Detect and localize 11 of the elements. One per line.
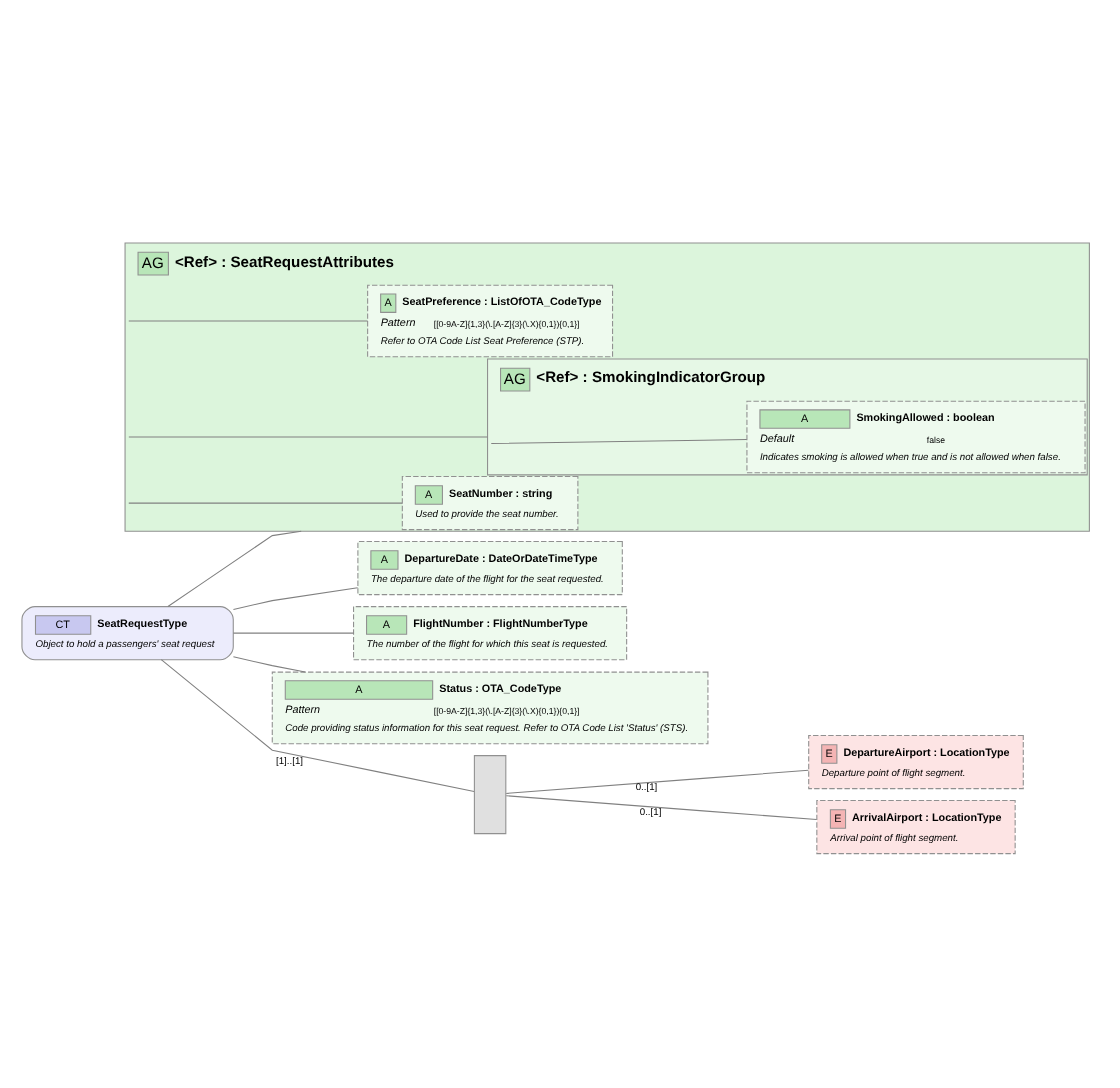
connector	[232, 632, 354, 634]
connector	[128, 436, 748, 445]
connector	[128, 502, 403, 504]
connector	[232, 656, 306, 673]
connector	[160, 659, 475, 793]
connector	[232, 587, 359, 610]
connector	[505, 769, 809, 794]
connector	[167, 530, 302, 608]
connector	[128, 320, 369, 322]
node-box	[473, 755, 507, 835]
connector	[505, 795, 818, 821]
